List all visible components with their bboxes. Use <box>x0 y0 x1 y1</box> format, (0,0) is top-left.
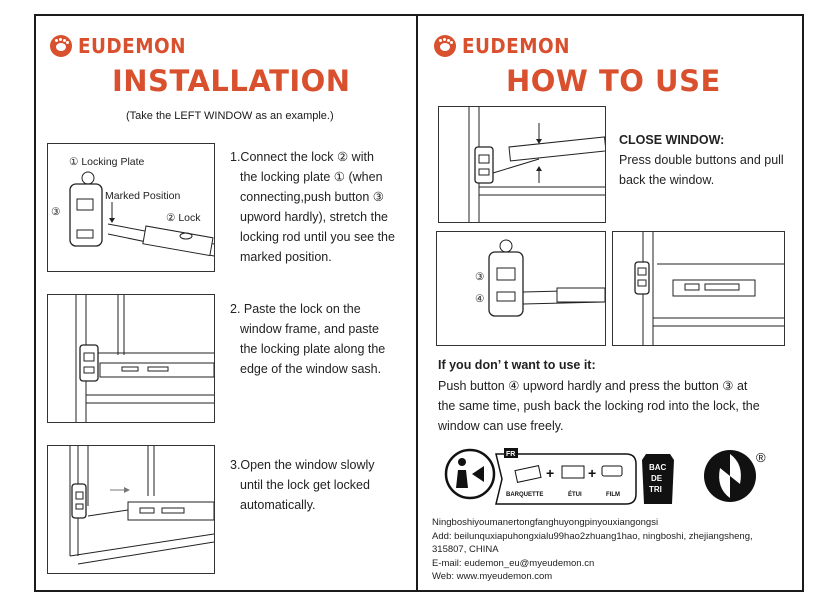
installation-title: INSTALLATION <box>112 64 351 98</box>
label-film: FILM <box>606 492 620 498</box>
label-button-3: ③ <box>51 206 61 218</box>
step-2-line: the locking plate along the <box>240 342 386 356</box>
figure-open-window <box>47 445 215 574</box>
label-barquette: BARQUETTE <box>506 492 543 498</box>
label-locking-plate: ① Locking Plate <box>69 156 145 168</box>
center-divider <box>416 14 418 592</box>
close-window-line: Press double buttons and pull <box>619 153 784 167</box>
figure-connect-lock <box>47 143 215 272</box>
footer-postcode: 315807, CHINA <box>432 544 499 555</box>
brand-logo-right: EUDEMON <box>434 34 579 58</box>
open-window-illustration <box>69 446 215 565</box>
figure-lock-engaged <box>612 231 785 346</box>
installation-subtitle: (Take the LEFT WINDOW as an example.) <box>126 110 334 122</box>
how-to-use-title: HOW TO USE <box>506 64 721 98</box>
step-2-line: 2. Paste the lock on the <box>230 302 361 316</box>
step-3-line: automatically. <box>240 498 316 512</box>
step-2-line: edge of the window sash. <box>240 362 382 376</box>
footer-address: Add: beilunquxiapuhongxialu99hao2zhuang1… <box>432 530 753 542</box>
dont-use-line: Push button ④ upword hardly and press th… <box>438 379 748 393</box>
label-marked-position: Marked Position <box>105 190 180 202</box>
recycling-bin-icon: BAC DE TRI <box>642 454 674 504</box>
step-1-line: marked position. <box>240 250 332 264</box>
bin-label: TRI <box>649 485 662 494</box>
step-1-line: connecting,push button ③ <box>240 190 384 204</box>
bin-label: BAC <box>649 463 667 472</box>
buttons-illustration: ③ ④ <box>475 239 606 317</box>
step-1-line: locking rod until you see the <box>240 230 395 244</box>
step-3-line: 3.Open the window slowly <box>230 458 375 472</box>
dont-use-text: Push button ④ upword hardly and press th… <box>438 376 760 436</box>
figure-paste-lock <box>47 294 215 423</box>
company-footer: Ningboshiyoumanertongfanghuyongpinyouxia… <box>432 516 753 584</box>
page-frame <box>34 14 804 592</box>
close-window-text: Press double buttons and pull back the w… <box>619 150 784 190</box>
brand-name: EUDEMON <box>78 34 186 58</box>
green-dot-icon: ® <box>704 450 766 502</box>
step-1-line: upword hardly), stretch the <box>240 210 388 224</box>
fr-badge: FR <box>506 451 515 458</box>
paw-logo-icon <box>50 35 72 57</box>
dont-use-heading: If you don’ t want to use it: <box>438 358 596 372</box>
registered-mark: ® <box>756 450 766 465</box>
close-window-line: back the window. <box>619 173 715 187</box>
connect-lock-labels: ① Locking Plate Marked Position ② Lock ③ <box>51 156 201 224</box>
step-2-text: 2. Paste the lock on the window frame, a… <box>230 299 385 379</box>
step-2-line: window frame, and paste <box>240 322 379 336</box>
footer-web: Web: www.myeudemon.com <box>432 571 553 582</box>
footer-company: Ningboshiyoumanertongfanghuyongpinyouxia… <box>432 517 659 528</box>
brand-name: EUDEMON <box>462 34 570 58</box>
dont-use-line: window can use freely. <box>438 419 564 433</box>
lock-engaged-illustration <box>634 232 784 345</box>
dont-use-line: the same time, push back the locking rod… <box>438 399 760 413</box>
svg-text:+: + <box>588 465 596 481</box>
paw-logo-icon <box>434 35 456 57</box>
figure-close-window <box>438 106 607 223</box>
svg-text:+: + <box>546 465 554 481</box>
step-1-line: 1.Connect the lock ② with <box>230 150 374 164</box>
close-window-illustration <box>468 107 607 222</box>
brand-logo-left: EUDEMON <box>50 34 195 58</box>
connect-lock-illustration <box>69 171 215 257</box>
label-etui: ÉTUI <box>568 490 582 498</box>
step-1-text: 1.Connect the lock ② with the locking pl… <box>230 147 395 267</box>
footer-email: E-mail: eudemon_eu@myeudemon.cn <box>432 557 595 569</box>
sorting-info-box: FR + + BARQUETTE ÉTUI FILM <box>495 448 637 505</box>
label-lock: ② Lock <box>166 212 201 224</box>
triman-icon <box>444 448 496 500</box>
label-button-3: ③ <box>475 271 485 283</box>
step-3-text: 3.Open the window slowly until the lock … <box>230 455 375 515</box>
recycling-info: FR + + BARQUETTE ÉTUI FILM BAC DE TRI ® <box>444 448 766 505</box>
close-window-heading: CLOSE WINDOW: <box>619 133 725 147</box>
step-1-line: the locking plate ① (when <box>240 170 383 184</box>
figure-buttons: ③ ④ <box>436 231 606 346</box>
bin-label: DE <box>651 474 663 483</box>
label-button-4: ④ <box>475 293 485 305</box>
step-3-line: until the lock get locked <box>240 478 370 492</box>
paste-lock-illustration <box>75 295 215 422</box>
